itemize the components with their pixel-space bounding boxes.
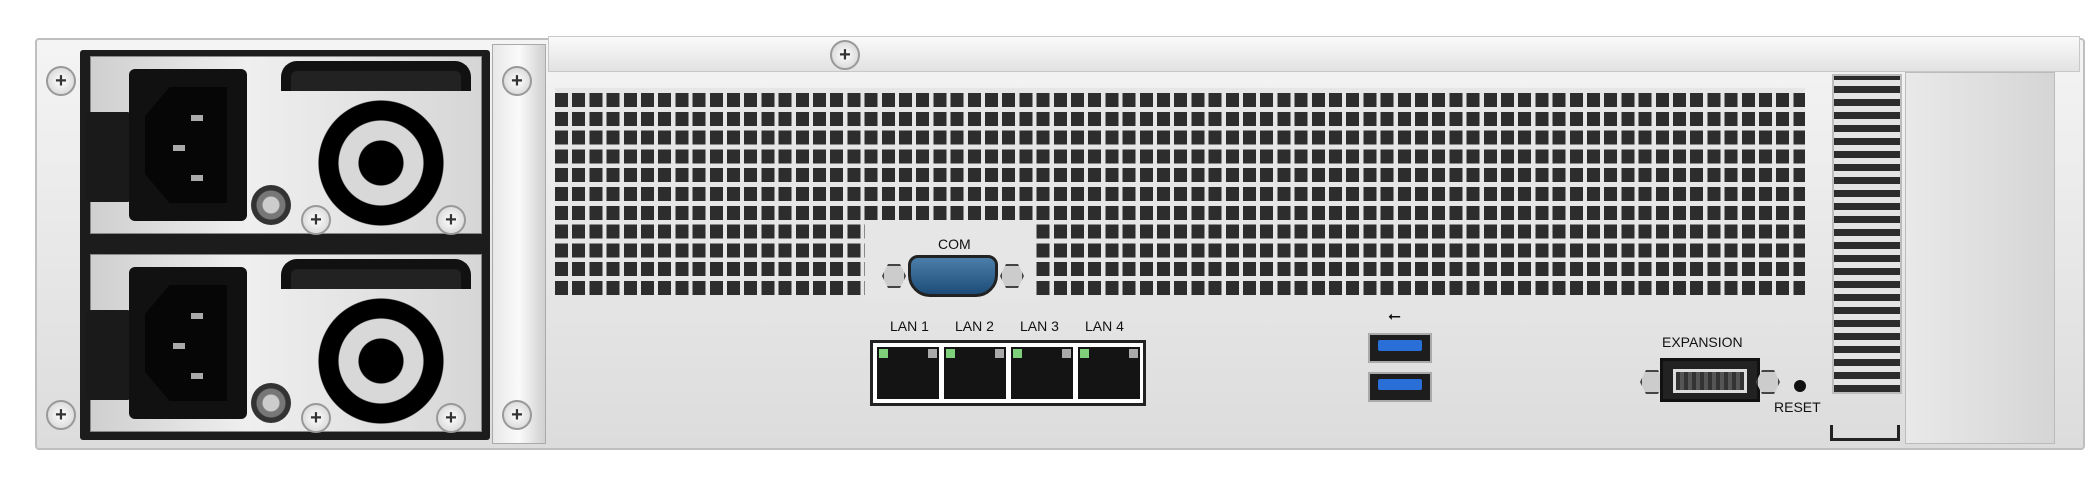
psu-release-latch[interactable] [85, 112, 133, 202]
usb-icon: ⭠ [1388, 308, 1401, 325]
lan-port-block [870, 340, 1146, 406]
psu-led [251, 383, 291, 423]
side-panel [1905, 72, 2055, 444]
reset-label: RESET [1774, 399, 1821, 415]
side-vent-slots [1832, 74, 1902, 394]
psu-divider-bracket [492, 44, 546, 444]
screw-icon: + [436, 205, 466, 235]
reset-button[interactable] [1794, 380, 1806, 392]
lan2-label: LAN 2 [955, 318, 994, 334]
com-label: COM [938, 236, 971, 252]
expansion-screw-nut [1756, 370, 1780, 394]
screw-icon: + [436, 403, 466, 433]
rail-clip [1830, 425, 1900, 441]
psu-handle[interactable] [281, 61, 471, 91]
screw-icon: + [301, 205, 331, 235]
lan3-label: LAN 3 [1020, 318, 1059, 334]
screw-icon: + [46, 400, 76, 430]
com-screw-nut [1000, 264, 1024, 288]
screw-icon: + [46, 66, 76, 96]
psu-led [251, 185, 291, 225]
lan4-port[interactable] [1078, 347, 1140, 399]
ventilation-grille [555, 88, 1805, 295]
screw-icon: + [830, 40, 860, 70]
psu-handle[interactable] [281, 259, 471, 289]
power-inlet[interactable] [129, 267, 247, 419]
lan1-port[interactable] [877, 347, 939, 399]
expansion-port[interactable] [1660, 358, 1760, 402]
com-port[interactable] [908, 255, 998, 297]
lan1-label: LAN 1 [890, 318, 929, 334]
expansion-label: EXPANSION [1662, 334, 1743, 350]
usb-port-1[interactable] [1368, 333, 1432, 363]
power-inlet[interactable] [129, 69, 247, 221]
power-supply-2[interactable]: + + [85, 254, 482, 433]
psu-release-latch[interactable] [85, 310, 133, 400]
screw-icon: + [502, 400, 532, 430]
screw-icon: + [502, 66, 532, 96]
lan3-port[interactable] [1011, 347, 1073, 399]
usb-port-2[interactable] [1368, 372, 1432, 402]
lan4-label: LAN 4 [1085, 318, 1124, 334]
top-cover-lip [548, 36, 2080, 72]
screw-icon: + [301, 403, 331, 433]
power-supply-1[interactable]: + + [85, 56, 482, 235]
lan2-port[interactable] [944, 347, 1006, 399]
com-screw-nut [882, 264, 906, 288]
